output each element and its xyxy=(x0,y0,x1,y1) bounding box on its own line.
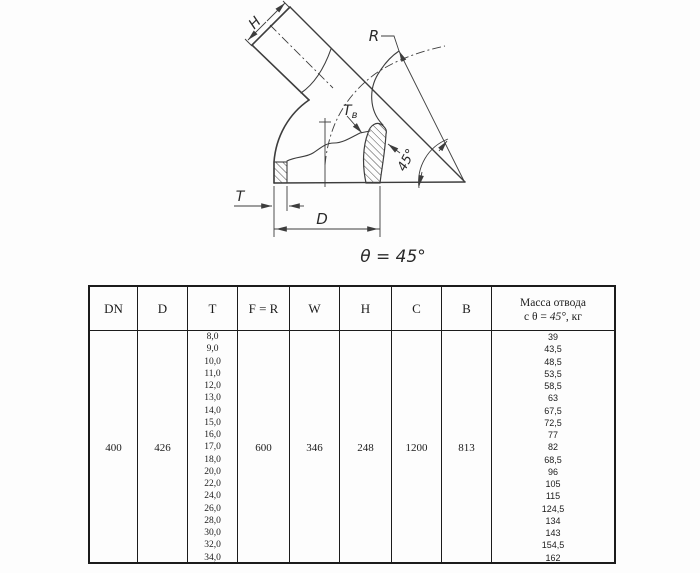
mass-value: 162 xyxy=(545,552,561,563)
mass-value: 124,5 xyxy=(541,503,565,514)
value-w: 346 xyxy=(290,331,340,564)
mass-value: 67,5 xyxy=(544,405,562,416)
mass-value: 77 xyxy=(547,430,558,441)
t-value: 22,0 xyxy=(204,479,221,490)
value-dn: 400 xyxy=(90,331,138,564)
header-cell-b: B xyxy=(442,287,492,331)
dimension-lines xyxy=(234,0,465,237)
elbow-outline xyxy=(251,6,466,184)
mass-value: 105 xyxy=(545,479,561,490)
t-value: 17,0 xyxy=(204,442,221,453)
t-value: 14,0 xyxy=(204,405,221,416)
header-cell-dn: DN xyxy=(90,287,138,331)
header-cell-c: C xyxy=(392,287,442,331)
t-value: 13,0 xyxy=(204,393,221,404)
value-b: 813 xyxy=(442,331,492,564)
t-value: 10,0 xyxy=(204,356,221,367)
label-d: D xyxy=(316,210,328,228)
t-value: 24,0 xyxy=(204,491,221,502)
hatched-section xyxy=(273,122,387,184)
mass-value: 134 xyxy=(545,515,561,526)
header-cell-t: T xyxy=(188,287,238,331)
mass-values-column: 39 43,5 48,5 53,5 58,5 63 67,5 72,5 77 8… xyxy=(492,331,614,564)
value-d: 426 xyxy=(138,331,188,564)
t-value: 28,0 xyxy=(204,515,221,526)
mass-value: 82 xyxy=(547,442,558,453)
value-c: 1200 xyxy=(392,331,442,564)
centerlines xyxy=(269,24,446,187)
mass-value: 115 xyxy=(545,491,561,502)
header-cell-w: W xyxy=(290,287,340,331)
label-theta-caption: θ = 45° xyxy=(360,247,426,267)
label-r: R xyxy=(369,27,379,45)
header-cell-mass: Масса отвода с θ = 45°, кг xyxy=(492,287,614,331)
t-value: 12,0 xyxy=(204,381,221,392)
wall-section-left xyxy=(273,161,288,184)
pipe-elbow-diagram: H R T D Tв 45° θ = 45° xyxy=(234,0,466,267)
t-values-column: 8,0 9,0 10,0 11,0 12,0 13,0 14,0 15,0 16… xyxy=(188,331,238,564)
label-tv: Tв xyxy=(343,103,358,121)
mass-value: 68,5 xyxy=(544,454,562,465)
header-cell-d: D xyxy=(138,287,188,331)
label-angle-45: 45° xyxy=(395,147,419,174)
mass-value: 58,5 xyxy=(544,381,562,392)
mass-value: 72,5 xyxy=(544,417,562,428)
value-h: 248 xyxy=(340,331,392,564)
header-cell-fr: F = R xyxy=(238,287,290,331)
t-value: 26,0 xyxy=(204,503,221,514)
t-value: 30,0 xyxy=(204,528,221,539)
label-t: T xyxy=(236,189,246,205)
weld-section xyxy=(362,122,387,184)
t-value: 16,0 xyxy=(204,430,221,441)
dimensions-table: DN D T F = R W H C B Масса отвода с θ = … xyxy=(88,285,616,564)
t-value: 15,0 xyxy=(204,417,221,428)
mass-value: 39 xyxy=(547,332,558,343)
mass-value: 63 xyxy=(547,393,558,404)
mass-value: 48,5 xyxy=(544,356,562,367)
mass-header-line1: Масса отвода xyxy=(519,296,586,309)
t-value: 18,0 xyxy=(204,454,221,465)
t-value: 20,0 xyxy=(204,466,221,477)
t-value: 32,0 xyxy=(204,540,221,551)
t-value: 9,0 xyxy=(206,344,219,355)
value-fr: 600 xyxy=(238,331,290,564)
mass-value: 96 xyxy=(547,466,558,477)
mass-value: 53,5 xyxy=(544,368,562,379)
t-value: 8,0 xyxy=(206,332,219,343)
mass-header-line2: с θ = 45°, кг xyxy=(524,310,582,323)
mass-value: 143 xyxy=(545,528,561,539)
t-value: 34,0 xyxy=(204,552,221,563)
mass-value: 154,5 xyxy=(541,540,565,551)
label-h: H xyxy=(246,13,265,32)
header-cell-h: H xyxy=(340,287,392,331)
mass-value: 43,5 xyxy=(544,344,562,355)
t-value: 11,0 xyxy=(204,368,221,379)
